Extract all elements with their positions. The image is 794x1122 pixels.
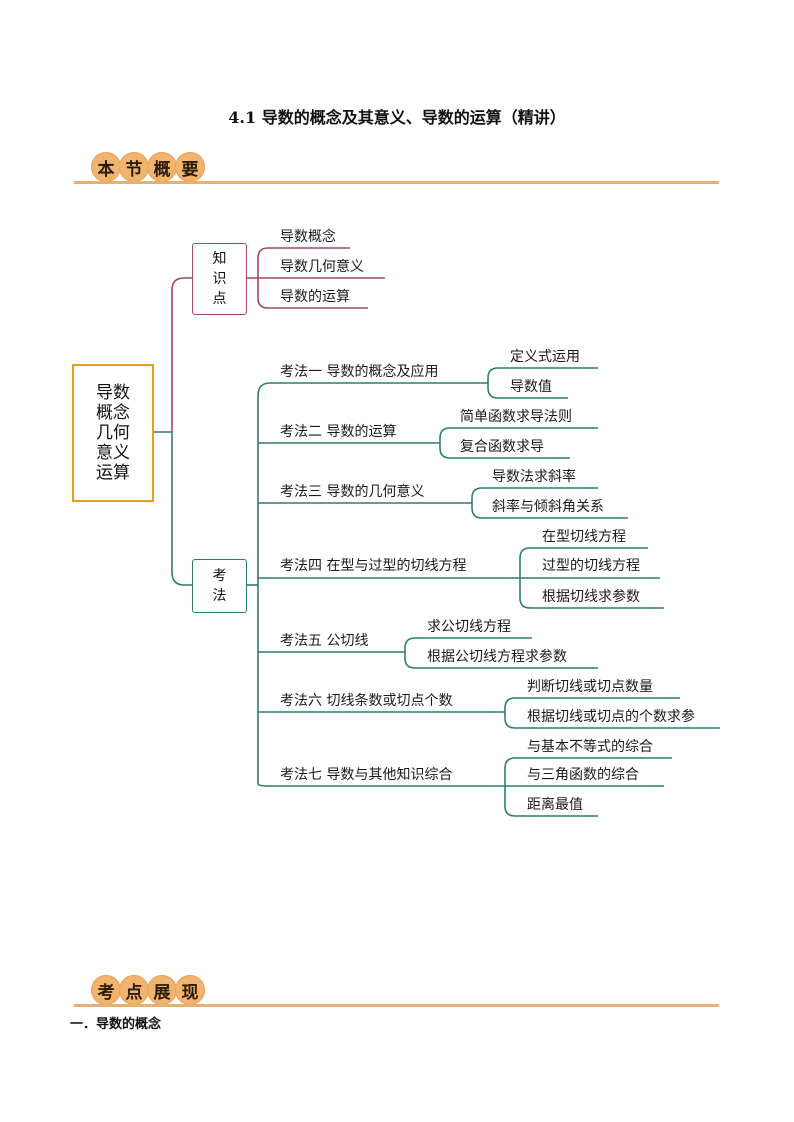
- method-child: 导数值: [510, 379, 552, 395]
- methods-label-2: 法: [212, 588, 227, 604]
- knowledge-label-1: 知: [212, 251, 227, 267]
- points-badge-3: 展: [147, 975, 177, 1005]
- method-child: 判断切线或切点数量: [527, 679, 653, 695]
- overview-badge-3: 概: [147, 152, 177, 182]
- section-header-overview: 本 节 概 要: [74, 152, 719, 184]
- method-child: 距离最值: [527, 797, 583, 813]
- root-line-2: 概念: [96, 403, 130, 423]
- method-label: 考法五 公切线: [280, 633, 369, 649]
- knowledge-node: 知 识 点: [192, 243, 247, 315]
- section-header-points: 考 点 展 现: [74, 975, 719, 1007]
- method-child: 与基本不等式的综合: [527, 739, 653, 755]
- method-label: 考法四 在型与过型的切线方程: [280, 558, 467, 574]
- root-line-3: 几何: [96, 423, 130, 443]
- method-child: 定义式运用: [510, 349, 580, 365]
- section-divider: [74, 1004, 719, 1007]
- overview-badge-2: 节: [119, 152, 149, 182]
- mindmap-root: 导数 概念 几何 意义 运算: [72, 364, 154, 502]
- method-child: 过型的切线方程: [542, 558, 640, 574]
- methods-label-1: 考: [212, 568, 227, 584]
- method-child: 导数法求斜率: [492, 469, 576, 485]
- methods-node: 考 法: [192, 559, 247, 613]
- subheading: 一．导数的概念: [70, 1017, 162, 1032]
- method-child: 求公切线方程: [427, 619, 511, 635]
- points-badges: 考 点 展 现: [91, 975, 205, 1005]
- section-divider: [74, 181, 719, 184]
- method-label: 考法三 导数的几何意义: [280, 484, 425, 500]
- method-label: 考法二 导数的运算: [280, 424, 397, 440]
- root-line-1: 导数: [96, 383, 130, 403]
- method-child: 简单函数求导法则: [460, 409, 572, 425]
- knowledge-label-2: 识: [212, 271, 227, 287]
- method-child: 根据切线或切点的个数求参: [527, 709, 695, 725]
- knowledge-label-3: 点: [212, 291, 227, 307]
- method-child: 斜率与倾斜角关系: [492, 499, 604, 515]
- method-label: 考法六 切线条数或切点个数: [280, 693, 453, 709]
- knowledge-item: 导数的运算: [280, 289, 350, 305]
- points-badge-1: 考: [91, 975, 121, 1005]
- overview-badges: 本 节 概 要: [91, 152, 205, 182]
- method-child: 复合函数求导: [460, 439, 544, 455]
- page-title: 4.1 导数的概念及其意义、导数的运算（精讲）: [228, 108, 566, 127]
- root-line-5: 运算: [96, 463, 130, 483]
- method-child: 与三角函数的综合: [527, 767, 639, 783]
- knowledge-item: 导数概念: [280, 229, 336, 245]
- method-label: 考法七 导数与其他知识综合: [280, 767, 453, 783]
- knowledge-item: 导数几何意义: [280, 259, 364, 275]
- method-child: 根据公切线方程求参数: [427, 649, 567, 665]
- points-badge-4: 现: [175, 975, 205, 1005]
- method-child: 根据切线求参数: [542, 589, 640, 605]
- method-label: 考法一 导数的概念及应用: [280, 364, 439, 380]
- method-child: 在型切线方程: [542, 529, 626, 545]
- root-line-4: 意义: [96, 443, 130, 463]
- overview-badge-1: 本: [91, 152, 121, 182]
- points-badge-2: 点: [119, 975, 149, 1005]
- overview-badge-4: 要: [175, 152, 205, 182]
